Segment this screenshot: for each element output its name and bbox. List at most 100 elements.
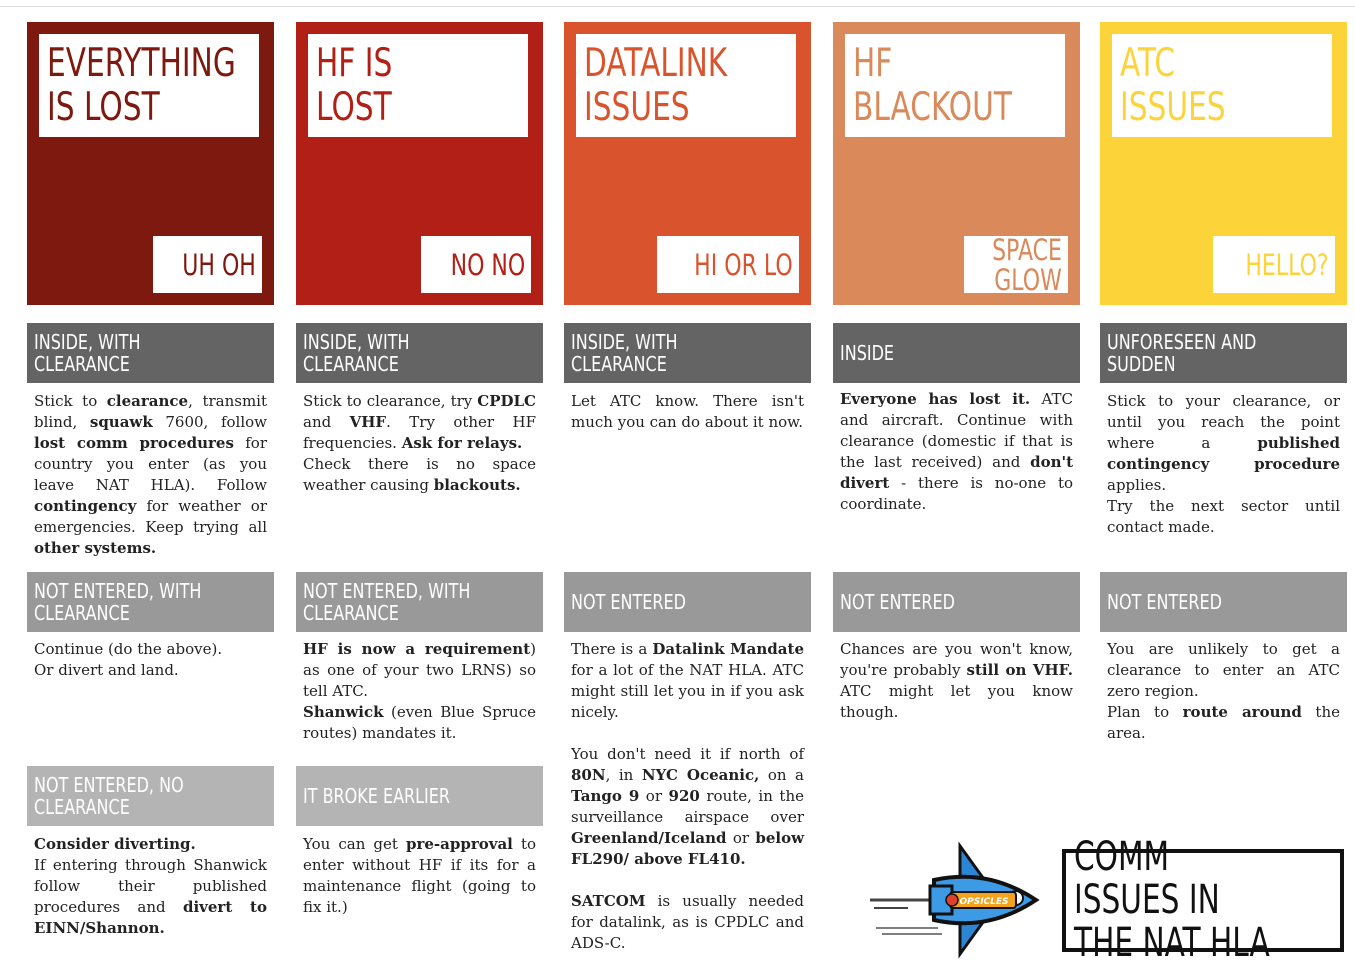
- body-text: 7600, follow: [152, 413, 268, 431]
- section-body: Continue (do the above). Or divert and la…: [34, 639, 267, 681]
- card-tag-box: UH OH: [153, 236, 262, 293]
- body-text: and: [303, 413, 350, 431]
- emphasis-text: contingency: [34, 497, 137, 515]
- section-heading: INSIDE, WITH CLEARANCE: [27, 323, 274, 383]
- card-tag: HI OR LO: [694, 247, 793, 282]
- emphasis-text: don't divert: [840, 453, 1073, 492]
- body-text: Stick to clearance, try: [303, 392, 478, 410]
- body-text: for country you enter (as you leave NAT …: [34, 434, 267, 494]
- body-text: Let ATC know. There isn't much you can d…: [571, 392, 804, 431]
- card-everything-lost: EVERYTHING IS LOST UH OH: [27, 22, 274, 305]
- card-atc-issues: ATC ISSUES HELLO?: [1100, 22, 1347, 305]
- section-body: There is a Datalink Mandate for a lot of…: [571, 639, 804, 954]
- section-heading: INSIDE, WITH CLEARANCE: [564, 323, 811, 383]
- section-heading: UNFORESEEN AND SUDDEN: [1100, 323, 1347, 383]
- section-body: Consider diverting. If entering through S…: [34, 834, 267, 939]
- rocket-icon: OPSICLES: [870, 841, 1040, 959]
- body-text: , transmit blind,: [34, 392, 267, 431]
- body-text: If entering through Shanwick follow thei…: [34, 856, 267, 916]
- body-text: Check there is no space weather causing: [303, 455, 536, 494]
- emphasis-text: published contingency procedure: [1107, 434, 1340, 473]
- body-text: for weather or emergencies. Keep trying …: [34, 497, 267, 536]
- card-datalink-issues: DATALINK ISSUES HI OR LO: [564, 22, 811, 305]
- card-tag-box: HELLO?: [1213, 236, 1335, 293]
- body-text: Continue (do the above).: [34, 640, 223, 658]
- section-body: You are unlikely to get a clearance to e…: [1107, 639, 1340, 744]
- body-text: or: [726, 829, 756, 847]
- section-heading-text: UNFORESEEN AND SUDDEN: [1107, 330, 1257, 376]
- body-text: Plan to: [1107, 703, 1183, 721]
- section-body: HF is now a requirement) as one of your …: [303, 639, 536, 744]
- body-text: Chances are you won't know, you're proba…: [840, 640, 1073, 679]
- logo-badge-text: OPSICLES: [959, 897, 1008, 907]
- body-text: (even Blue Spruce routes) mandates it.: [303, 703, 536, 742]
- body-text: You can get: [303, 835, 406, 853]
- section-body: Stick to your clearance, or until you re…: [1107, 391, 1340, 538]
- emphasis-text: divert to EINN/Shannon.: [34, 898, 267, 937]
- body-text: You don't need it if north of: [571, 745, 804, 763]
- card-title-box: HF BLACKOUT: [845, 34, 1065, 137]
- card-title-box: DATALINK ISSUES: [576, 34, 796, 137]
- emphasis-text: CPDLC: [477, 392, 536, 410]
- card-tag-box: NO NO: [420, 236, 531, 293]
- emphasis-text: pre-approval: [405, 835, 513, 853]
- card-title: HF BLACKOUT: [853, 40, 1012, 130]
- section-heading-text: IT BROKE EARLIER: [303, 784, 450, 808]
- emphasis-text: other systems.: [34, 539, 157, 557]
- emphasis-text: Consider diverting.: [34, 835, 196, 853]
- card-title: ATC ISSUES: [1120, 40, 1226, 130]
- footer-title-box: COMM ISSUES IN THE NAT HLA: [1062, 836, 1344, 965]
- emphasis-text: Everyone has lost it.: [840, 390, 1031, 408]
- footer-title: COMM ISSUES IN THE NAT HLA: [1074, 834, 1270, 966]
- section-heading-text: NOT ENTERED: [571, 590, 686, 614]
- body-text: or: [639, 787, 669, 805]
- section-body: Stick to clearance, try CPDLC and VHF. T…: [303, 391, 536, 496]
- card-hf-blackout: HF BLACKOUT SPACE GLOW: [833, 22, 1080, 305]
- card-tag: HELLO?: [1245, 247, 1329, 282]
- body-text: . Try other HF frequencies.: [303, 413, 536, 452]
- section-heading-text: NOT ENTERED, WITH CLEARANCE: [303, 579, 471, 625]
- emphasis-text: squawk: [89, 413, 153, 431]
- emphasis-text: Ask for relays.: [401, 434, 523, 452]
- emphasis-text: HF is now a requirement: [303, 640, 531, 658]
- section-heading-text: NOT ENTERED, WITH CLEARANCE: [34, 579, 202, 625]
- body-text: the area.: [1107, 703, 1340, 742]
- section-heading: NOT ENTERED: [1100, 572, 1347, 632]
- body-text: , in: [605, 766, 642, 784]
- body-text: ATC might let you know though.: [840, 682, 1073, 721]
- section-heading: INSIDE, WITH CLEARANCE: [296, 323, 543, 383]
- column-atc-issues: ATC ISSUES HELLO? UNFORESEEN AND SUDDEN …: [1100, 22, 1347, 742]
- section-heading-text: INSIDE: [840, 341, 894, 365]
- card-tag: SPACE GLOW: [992, 232, 1062, 297]
- body-text: There is a: [571, 640, 653, 658]
- emphasis-text: route around: [1182, 703, 1302, 721]
- emphasis-text: still on VHF.: [966, 661, 1073, 679]
- section-heading: IT BROKE EARLIER: [296, 766, 543, 826]
- section-heading-text: NOT ENTERED: [840, 590, 955, 614]
- body-text: Or divert and land.: [34, 661, 179, 679]
- section-heading-text: NOT ENTERED, NO CLEARANCE: [34, 773, 184, 819]
- card-tag-box: HI OR LO: [657, 236, 799, 293]
- card-title-box: HF IS LOST: [308, 34, 528, 137]
- emphasis-text: 80N: [571, 766, 606, 784]
- emphasis-text: below FL290/ above FL410.: [571, 829, 804, 868]
- section-body: Chances are you won't know, you're proba…: [840, 639, 1073, 723]
- section-heading: INSIDE: [833, 323, 1080, 383]
- emphasis-text: Datalink Mandate: [652, 640, 804, 658]
- section-heading: NOT ENTERED, WITH CLEARANCE: [296, 572, 543, 632]
- opsicles-logo: OPSICLES: [868, 841, 1048, 962]
- body-text: route, in the surveillance airspace over: [571, 787, 804, 826]
- emphasis-text: lost comm procedures: [34, 434, 234, 452]
- body-text: is usually needed for datalink, as is CP…: [571, 892, 804, 952]
- body-text: applies.: [1107, 476, 1167, 494]
- card-title-box: EVERYTHING IS LOST: [39, 34, 259, 137]
- column-everything-lost: EVERYTHING IS LOST UH OH INSIDE, WITH CL…: [27, 22, 274, 937]
- body-text: Try the next sector until contact made.: [1107, 497, 1340, 536]
- section-heading-text: NOT ENTERED: [1107, 590, 1222, 614]
- card-title: HF IS LOST: [316, 40, 393, 130]
- card-title: DATALINK ISSUES: [584, 40, 728, 130]
- emphasis-text: blackouts.: [433, 476, 521, 494]
- section-heading-text: INSIDE, WITH CLEARANCE: [34, 330, 141, 376]
- section-heading-text: INSIDE, WITH CLEARANCE: [303, 330, 410, 376]
- card-tag: UH OH: [182, 247, 256, 282]
